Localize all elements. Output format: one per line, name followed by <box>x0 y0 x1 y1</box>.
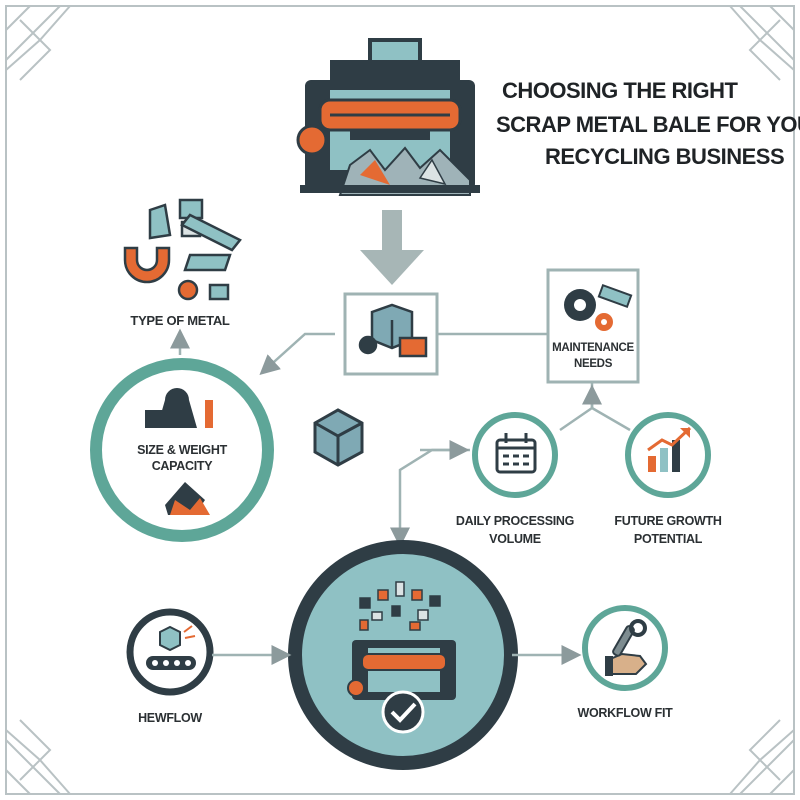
bar-chart-growth-icon <box>647 426 692 472</box>
label-type-of-metal: TYPE OF METAL <box>130 313 230 328</box>
weights-icon <box>145 388 213 515</box>
gears-icon <box>564 283 633 331</box>
label-future-growth: FUTURE GROWTH POTENTIAL <box>608 512 728 548</box>
decorative-frame <box>5 5 795 795</box>
label-maintenance-line1: MAINTENANCE <box>552 342 634 354</box>
maintenance-box <box>546 268 640 384</box>
label-future-line1: FUTURE GROWTH <box>614 514 722 528</box>
scrap-pieces-icon <box>359 581 441 631</box>
title-line-1: CHOOSING THE RIGHT <box>502 78 738 103</box>
label-hewflow: HEWFLOW <box>138 711 202 725</box>
hewflow-ring <box>126 608 214 696</box>
title-line-3: RECYCLING BUSINESS <box>545 144 785 169</box>
label-future-line2: POTENTIAL <box>633 532 703 546</box>
conveyor-icon <box>146 625 196 670</box>
label-size-weight-line1: SIZE & WEIGHT <box>137 443 227 457</box>
down-arrow-icon <box>360 210 424 285</box>
label-maintenance: MAINTENANCE NEEDS <box>548 340 638 372</box>
label-size-weight: SIZE & WEIGHT CAPACITY <box>112 442 252 474</box>
baler-machine-icon <box>296 38 480 196</box>
cube-processor-icon <box>358 303 428 358</box>
connector-line <box>559 383 594 432</box>
label-workflow-fit: WORKFLOW FIT <box>577 706 673 720</box>
wrench-hand-icon <box>605 619 648 676</box>
connector-line <box>591 406 631 432</box>
connector-arrow <box>259 332 335 376</box>
check-icon <box>381 690 425 734</box>
label-daily-line2: VOLUME <box>489 532 541 546</box>
calendar-icon <box>495 433 537 474</box>
label-daily-line1: DAILY PROCESSING <box>455 514 575 528</box>
title-line-2: SCRAP METAL BALE FOR YOUR <box>496 112 800 137</box>
cube-icon <box>313 408 364 467</box>
baler-machine-small-icon <box>347 640 456 700</box>
metal-parts-icon <box>123 198 242 301</box>
size-weight-ring <box>90 358 274 542</box>
label-daily-processing: DAILY PROCESSING VOLUME <box>455 512 575 548</box>
label-size-weight-line2: CAPACITY <box>151 459 213 473</box>
label-maintenance-line2: NEEDS <box>573 358 613 370</box>
